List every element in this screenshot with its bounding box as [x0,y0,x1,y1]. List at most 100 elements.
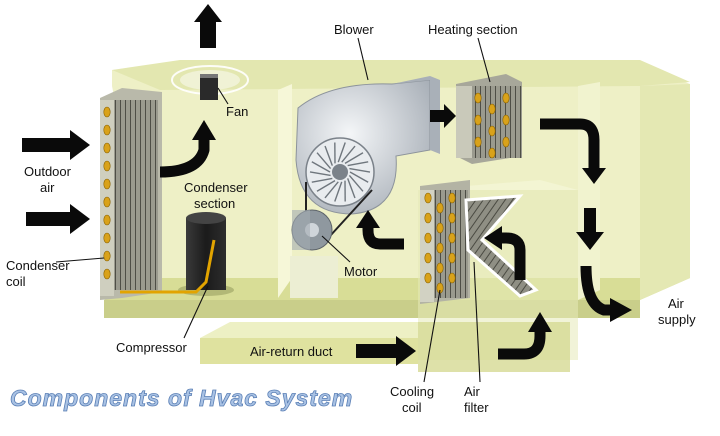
fan-motor-cap [200,74,218,78]
duct-top [200,322,418,338]
air-filter-pointer [473,261,481,383]
copper-tube-end [474,92,482,104]
blower-blade [347,178,356,199]
condenser-coil-pointer [55,257,105,263]
cooling-to-blower-line [362,224,404,250]
label-outdoor-air-line1: Outdoor [24,164,72,179]
filter-airflow-head [484,226,502,250]
cooling-to-blower-head [356,210,380,228]
copper-tube-end [103,232,111,244]
label-air-return-duct: Air-return duct [250,344,333,359]
copper-tube-end [436,262,444,274]
copper-tube-end [103,250,111,262]
return-duct-arrow [356,336,416,366]
fan-exhaust-arrow [194,4,222,48]
outdoor-air-arrow-1 [22,130,90,160]
cooling-coil-edge [420,190,434,302]
airflow-arrows [22,4,632,366]
label-heating-section: Heating section [428,22,518,37]
copper-tube-end [488,147,496,159]
copper-tube-end [424,192,432,204]
label-condenser-coil-line2: coil [6,274,26,289]
label-air-supply-line1: Air [668,296,685,311]
copper-tube-end [448,232,456,244]
label-motor: Motor [344,264,378,279]
blower-blade [344,152,364,164]
blower-blade [324,181,339,199]
label-condenser-coil-line1: Condenser [6,258,70,273]
label-air-filter-line2: filter [464,400,489,415]
heating-supply-line [540,118,600,168]
motor [290,209,338,298]
copper-tube-end [448,272,456,284]
copper-tube-end [424,252,432,264]
blower-blade [348,174,364,192]
copper-tube-end [103,214,111,226]
copper-tube-end [488,125,496,137]
label-blower: Blower [334,22,374,37]
blower-blade [349,171,369,183]
motor-pointer [321,235,351,263]
compressor-pointer [183,285,209,339]
copper-tube-end [436,222,444,234]
copper-tube-end [103,106,111,118]
copper-tube-end [448,192,456,204]
cooling-coil-tubes [424,192,456,294]
condenser-coil-tubes [103,106,111,280]
condenser-coil-fins [112,100,158,290]
condenser-coil [100,88,162,300]
blower-blade [316,152,332,170]
blower-pointer [357,37,369,81]
pointer-lines [55,37,491,383]
condenser-airflow-head [192,120,216,140]
heating-supply-head [582,168,606,184]
heating-pointer [477,37,491,83]
copper-tube-end [436,242,444,254]
cooling-coil [420,180,470,304]
copper-tube-end [103,124,111,136]
diagram-title: Components of Hvac System [10,385,353,411]
label-outdoor-air-line2: air [40,180,55,195]
copper-tube-end [502,114,510,126]
copper-tube-end [424,232,432,244]
copper-tube-end [488,103,496,115]
heating-section [456,74,522,164]
label-compressor: Compressor [116,340,187,355]
fan-pointer [217,87,229,105]
label-cooling-coil-line2: coil [402,400,422,415]
copper-tube-end [103,268,111,280]
blower-blade [311,161,331,173]
blower-to-heating-arrow [430,104,456,128]
copper-tube-end [448,252,456,264]
return-up-line [498,330,546,360]
cooling-coil-pointer [423,289,441,383]
condenser-fan [171,65,249,100]
copper-tube-end [474,114,482,126]
labels: Blower Heating section Fan Outdoor air C… [6,22,696,415]
air-supply-head [610,298,632,322]
copper-tube-end [424,272,432,284]
condenser-airflow-line [159,138,210,178]
outdoor-air-arrow-2 [26,204,90,234]
copper-tube-end [103,196,111,208]
supply-down-arrow [576,208,604,250]
copper-tube-end [436,202,444,214]
duct-body [418,322,570,372]
air-supply-line [580,265,612,316]
blower-hub [332,164,348,180]
blower-blade [311,177,333,183]
label-cooling-coil-line1: Cooling [390,384,434,399]
heating-tubes [474,92,510,159]
copper-tube-end [474,136,482,148]
copper-tube-end [502,92,510,104]
fan-motor [200,74,218,100]
copper-tube-end [502,136,510,148]
blower-blade [337,142,346,163]
label-condenser-section-line2: section [194,196,235,211]
cabinet-right-wall [640,84,690,300]
partition-wall [278,84,292,298]
compressor-line [120,239,216,294]
blower [295,76,440,237]
